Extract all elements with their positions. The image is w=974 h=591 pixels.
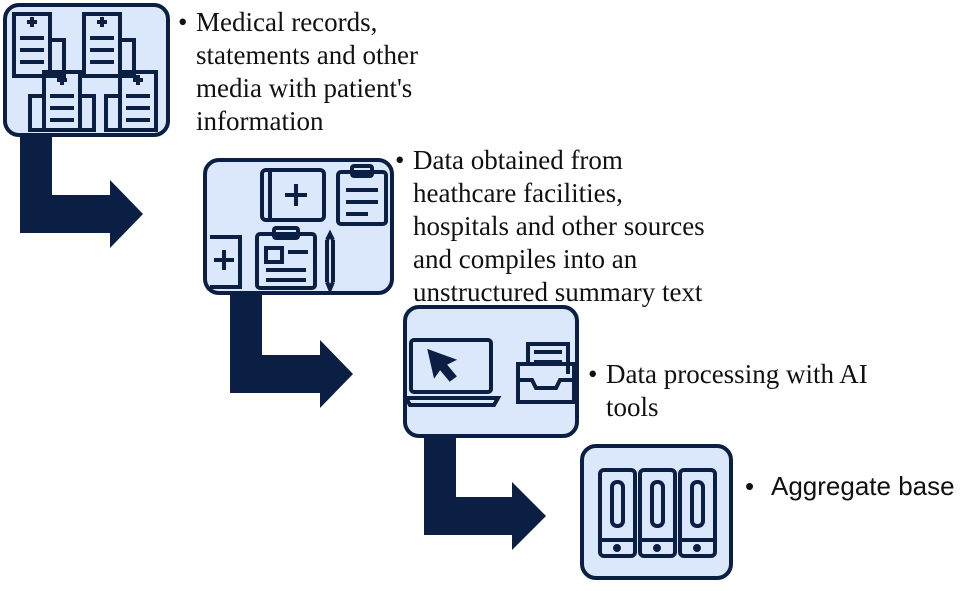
- step3-line-2: tools: [606, 392, 659, 422]
- server-storage-icon: [598, 468, 717, 558]
- step2-icon-box: [203, 158, 394, 295]
- step3-icon-box: [402, 305, 579, 438]
- step4-line-1: Aggregate base: [771, 471, 955, 501]
- step2-line-3: hospitals and other sources: [413, 211, 705, 241]
- arrow-step2-to-step3: [230, 292, 353, 408]
- step1-icon-box: [3, 3, 170, 137]
- step2-line-2: heathcare facilities,: [413, 178, 623, 208]
- step2-line-1: Data obtained from: [413, 145, 623, 175]
- bullet-marker: •: [178, 7, 188, 37]
- step1-line-2: statements and other: [196, 40, 418, 70]
- arrow-step3-to-step4: [424, 436, 546, 550]
- step2-line-4: and compiles into an: [413, 244, 638, 274]
- step3-line-1: Data processing with AI: [606, 359, 868, 389]
- step1-line-4: information: [196, 106, 324, 136]
- bullet-marker: •: [588, 359, 598, 389]
- step2-text: • Data obtained from heathcare facilities…: [395, 144, 705, 309]
- step3-text: • Data processing with AI tools: [588, 358, 868, 424]
- step4-text: • Aggregate base: [745, 470, 955, 503]
- step1-line-3: media with patient's: [196, 73, 413, 103]
- arrow-step1-to-step2: [20, 135, 143, 248]
- medical-documents-icon: [210, 164, 388, 295]
- laptop-processing-icon: [402, 338, 576, 407]
- bullet-marker: •: [395, 145, 405, 175]
- hospital-buildings-icon: [12, 12, 158, 132]
- step1-text: • Medical records, statements and other m…: [178, 6, 418, 138]
- bullet-marker: •: [745, 471, 755, 501]
- step1-line-1: Medical records,: [196, 7, 378, 37]
- step4-icon-box: [580, 444, 733, 580]
- step2-line-5: unstructured summary text: [413, 277, 703, 307]
